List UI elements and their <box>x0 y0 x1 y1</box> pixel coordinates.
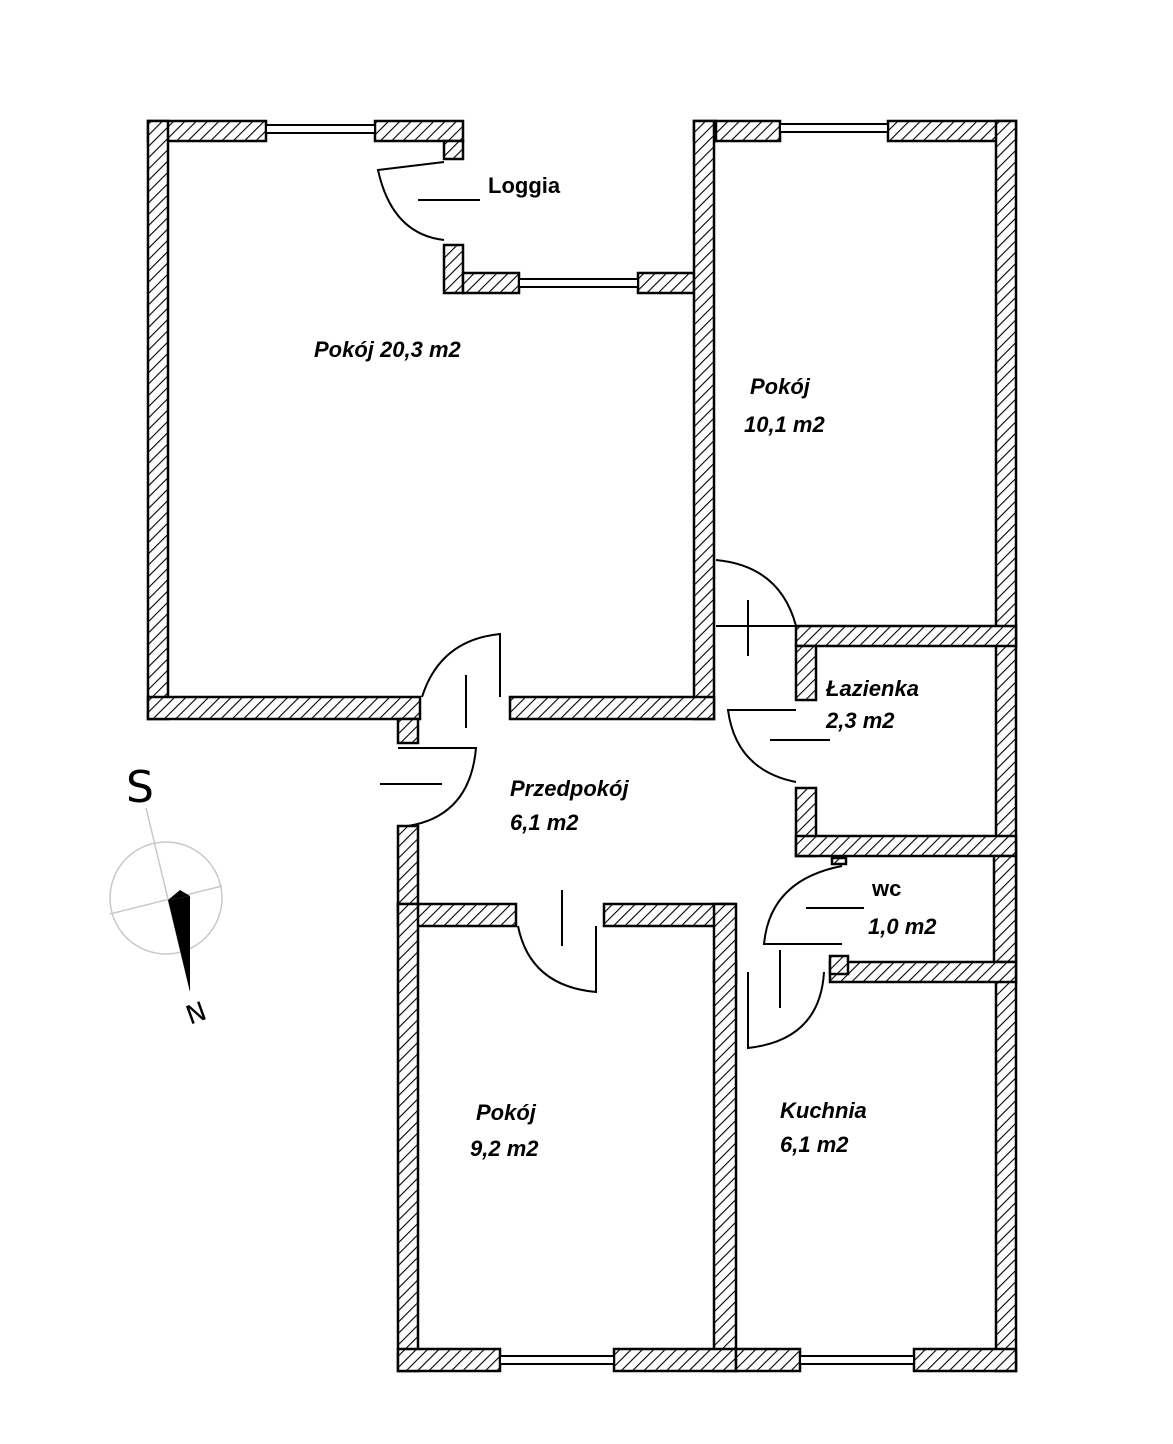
wall-living-bottom-left <box>146 695 422 721</box>
label-sw-area: 9,2 m2 <box>470 1136 539 1161</box>
wall-top-mid <box>373 119 465 143</box>
compass-north: N <box>182 997 211 1032</box>
window-living-top <box>265 124 376 134</box>
wall-living-right <box>692 119 716 721</box>
wall-living-bottom-right <box>508 695 716 721</box>
wall-bottom-2 <box>612 1347 738 1373</box>
label-wc-area: 1,0 m2 <box>868 914 937 939</box>
wall-sw-kitchen <box>712 902 738 1373</box>
door-wc-jamb <box>830 856 848 866</box>
window-ne-top <box>779 123 889 133</box>
label-ne-area: 10,1 m2 <box>744 412 825 437</box>
wall-loggia-bottom-right <box>636 271 696 295</box>
compass-south: S <box>126 762 154 813</box>
door-ne-arc <box>715 559 798 627</box>
doors <box>376 161 864 1050</box>
wall-bottom-1 <box>396 1347 502 1373</box>
wall-bath-left-top <box>794 644 818 702</box>
label-sw-name: Pokój <box>476 1100 537 1125</box>
wall-ne-bottom <box>794 624 1018 648</box>
compass-axis-2 <box>109 885 223 915</box>
window-loggia-bottom <box>518 278 639 288</box>
wall-hall-left-lower <box>396 824 420 912</box>
label-bath-name: Łazienka <box>825 676 919 701</box>
label-hall-area: 6,1 m2 <box>510 810 579 835</box>
wall-bottom-4 <box>912 1347 1018 1373</box>
door-bath-arc <box>726 709 797 783</box>
wall-loggia-stub-top <box>442 139 465 161</box>
label-hall-name: Przedpokój <box>510 776 629 801</box>
compass: S N <box>109 762 223 1032</box>
door-sw-arc <box>517 925 597 994</box>
door-living-arc <box>421 632 501 698</box>
wall-bath-bottom <box>794 834 1018 858</box>
wall-bottom-3 <box>734 1347 802 1373</box>
wall-loggia-bottom-left <box>461 271 521 295</box>
wall-right-outer <box>994 119 1018 1373</box>
wall-loggia-stub-bottom <box>442 243 465 295</box>
label-wc-name: wc <box>871 876 901 901</box>
window-sw-bottom <box>499 1355 615 1365</box>
door-wc-jamb-bottom <box>828 954 850 976</box>
compass-needle-light-icon <box>168 890 190 900</box>
label-loggia: Loggia <box>488 173 561 198</box>
room-labels: Loggia Pokój 20,3 m2 Pokój 10,1 m2 Łazie… <box>314 173 937 1161</box>
window-kitchen-bottom <box>799 1355 915 1365</box>
label-kitchen-name: Kuchnia <box>780 1098 867 1123</box>
wall-left-outer <box>146 119 170 721</box>
door-entrance-arc <box>398 747 478 827</box>
label-ne-name: Pokój <box>750 374 811 399</box>
wall-wc-right <box>992 854 1018 964</box>
label-kitchen-area: 6,1 m2 <box>780 1132 849 1157</box>
label-bath-area: 2,3 m2 <box>825 708 895 733</box>
wall-pier-hall-left-top <box>396 717 420 745</box>
wall-wc-bottom <box>828 960 1018 984</box>
compass-circle <box>109 841 223 955</box>
door-wc-arc <box>762 865 843 945</box>
windows <box>265 123 915 1365</box>
door-loggia-arc <box>376 161 445 241</box>
label-living: Pokój 20,3 m2 <box>314 337 462 362</box>
door-kitchen-arc <box>747 971 825 1050</box>
wall-top-ne-left <box>714 119 782 143</box>
walls <box>146 119 1018 1373</box>
compass-needle-icon <box>168 896 190 992</box>
wall-sw-left <box>396 902 420 1373</box>
